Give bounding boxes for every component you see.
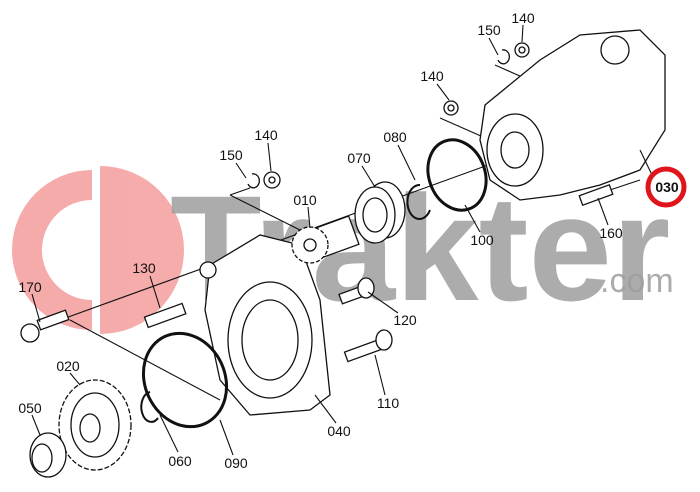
label-120: 120 [393, 312, 417, 328]
pump-body-030 [479, 29, 666, 201]
nut-140 [514, 42, 530, 58]
collar-050 [29, 432, 67, 478]
label-150: 150 [219, 147, 243, 163]
label-160: 160 [599, 225, 623, 241]
label-110: 110 [377, 395, 400, 411]
watermark-suffix: .com [600, 262, 674, 300]
label-100: 100 [470, 232, 494, 248]
bolt-110 [343, 329, 393, 363]
nut-140 [263, 171, 281, 189]
label-080: 080 [383, 129, 407, 145]
label-140: 140 [254, 127, 278, 143]
label-170: 170 [18, 279, 42, 295]
gear-020 [58, 379, 132, 471]
o-ring-090 [141, 331, 229, 429]
label-060: 060 [168, 453, 192, 469]
label-150: 150 [477, 22, 501, 38]
label-090: 090 [224, 455, 248, 471]
bearing-070 [354, 181, 406, 244]
label-010: 010 [293, 192, 317, 208]
watermark-logo-icon [12, 166, 184, 334]
highlight-circle-030 [645, 166, 687, 208]
stud-130 [143, 302, 187, 329]
leader-lines [31, 24, 653, 456]
snap-ring-080 [406, 183, 431, 220]
washer-150 [497, 49, 510, 65]
bolt-170 [20, 309, 70, 343]
label-140: 140 [511, 10, 535, 26]
snap-ring-060 [140, 391, 159, 423]
label-070: 070 [347, 150, 371, 166]
label-140: 140 [420, 68, 444, 84]
label-130: 130 [132, 260, 156, 276]
label-030: 030 [655, 179, 679, 195]
stud-160 [578, 183, 614, 207]
nut-140 [443, 100, 459, 116]
housing-040 [199, 234, 331, 416]
o-ring-100 [426, 138, 488, 212]
label-020: 020 [56, 358, 80, 374]
label-050: 050 [18, 400, 42, 416]
washer-150 [247, 173, 260, 189]
label-040: 040 [327, 423, 351, 439]
